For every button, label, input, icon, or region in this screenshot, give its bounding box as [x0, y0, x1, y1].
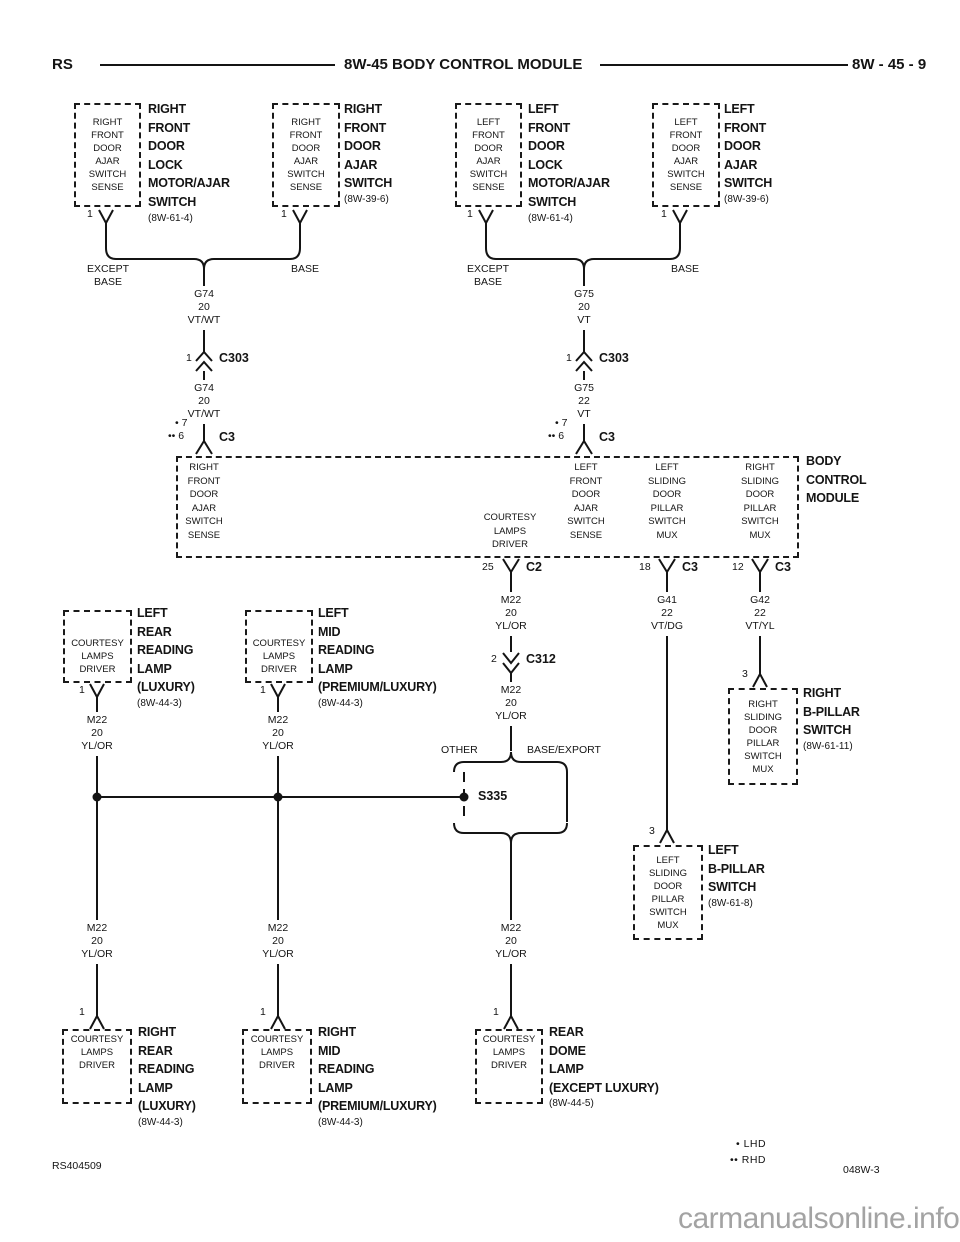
body-control-module-label: BODY CONTROL MODULE — [806, 454, 867, 506]
right-mid-reading-lamp-connector-box: COURTESY LAMPS DRIVER — [242, 1029, 312, 1104]
wire-m22-c2-lower: M22 20 YL/OR — [495, 684, 527, 723]
pin-number: 1 — [493, 1006, 499, 1018]
right-front-door-ajar-switch-label: RIGHT FRONT DOOR AJAR SWITCH (8W-39-6) — [344, 102, 393, 205]
wire-g74-upper: G74 20 VT/WT — [187, 288, 221, 327]
connector-pin-labels: COURTESY LAMPS DRIVER — [252, 638, 306, 675]
connector-pin-labels: LEFT SLIDING DOOR PILLAR SWITCH MUX — [648, 854, 687, 931]
page-number: 8W - 45 - 9 — [852, 56, 927, 73]
rear-dome-lamp-connector-box: COURTESY LAMPS DRIVER — [475, 1029, 543, 1104]
connector-pin-labels: COURTESY LAMPS DRIVER — [70, 1034, 124, 1071]
bcm-courtesy-lamps-driver: COURTESY LAMPS DRIVER — [483, 512, 537, 550]
condition-base-export: BASE/EXPORT — [527, 744, 601, 756]
body-control-module-box — [176, 456, 799, 558]
pin-number: 1 — [467, 208, 473, 220]
connector-c3-a: C3 — [682, 560, 698, 574]
wire-g74-lower: G74 20 VT/WT — [187, 382, 221, 421]
pin-number: 1 — [87, 208, 93, 220]
left-sliding-door-pillar-switch-mux-box: LEFT SLIDING DOOR PILLAR SWITCH MUX — [633, 845, 703, 940]
connector-pin-labels: COURTESY LAMPS DRIVER — [250, 1034, 304, 1071]
connector-pin-labels: COURTESY LAMPS DRIVER — [71, 638, 124, 675]
bcm-left-front-door-ajar-sense: LEFT FRONT DOOR AJAR SWITCH SENSE — [567, 462, 605, 541]
connector-c303-right: C303 — [599, 351, 629, 365]
left-mid-reading-lamp-label: LEFT MID READING LAMP (PREMIUM/LUXURY) (… — [318, 606, 437, 709]
wire-m22-left-mid: M22 20 YL/OR — [262, 714, 294, 753]
right-front-door-ajar-switch-sense-box-1: RIGHT FRONT DOOR AJAR SWITCH SENSE — [74, 103, 141, 207]
model-code: RS — [52, 56, 73, 73]
right-rear-reading-lamp-label: RIGHT REAR READING LAMP (LUXURY) (8W-44-… — [138, 1025, 196, 1128]
left-b-pillar-switch-label: LEFT B-PILLAR SWITCH (8W-61-8) — [708, 843, 765, 909]
connector-c3-b: C3 — [775, 560, 791, 574]
wire-g75-lower: G75 22 VT — [574, 382, 594, 421]
connector-pin-labels: COURTESY LAMPS DRIVER — [482, 1034, 536, 1071]
connector-pin-labels: RIGHT FRONT DOOR AJAR SWITCH SENSE — [88, 117, 127, 193]
right-front-door-lock-motor-label: RIGHT FRONT DOOR LOCK MOTOR/AJAR SWITCH … — [148, 102, 230, 224]
condition-except-base-right: EXCEPT BASE — [466, 263, 509, 288]
legend-lhd: • LHD — [736, 1138, 767, 1150]
connector-pin-labels: RIGHT SLIDING DOOR PILLAR SWITCH MUX — [743, 698, 782, 775]
bcm-pin-18: 18 — [639, 561, 651, 573]
wire-m22-c2-upper: M22 20 YL/OR — [495, 594, 527, 633]
c303-pin: 1 — [566, 352, 572, 364]
wire-m22-bottom-2: M22 20 YL/OR — [262, 922, 294, 961]
condition-except-base-left: EXCEPT BASE — [86, 263, 129, 288]
pin-number: 3 — [742, 668, 748, 680]
lhd-pin-marker: • 7 — [175, 417, 188, 429]
right-rear-reading-lamp-connector-box: COURTESY LAMPS DRIVER — [62, 1029, 132, 1104]
condition-other: OTHER — [441, 744, 478, 756]
connector-pin-labels: LEFT FRONT DOOR AJAR SWITCH SENSE — [667, 117, 705, 193]
left-front-door-ajar-switch-label: LEFT FRONT DOOR AJAR SWITCH (8W-39-6) — [724, 102, 773, 205]
watermark: carmanualsonline.info — [678, 1202, 960, 1235]
pin-number: 1 — [79, 1006, 85, 1018]
left-front-door-ajar-switch-sense-box-1: LEFT FRONT DOOR AJAR SWITCH SENSE — [455, 103, 522, 207]
right-sliding-door-pillar-switch-mux-box: RIGHT SLIDING DOOR PILLAR SWITCH MUX — [728, 688, 798, 785]
page-title: 8W-45 BODY CONTROL MODULE — [344, 56, 583, 73]
left-rear-reading-lamp-label: LEFT REAR READING LAMP (LUXURY) (8W-44-3… — [137, 606, 195, 709]
connector-c2: C2 — [526, 560, 542, 574]
c303-pin: 1 — [186, 352, 192, 364]
rhd-pin-marker: •• 6 — [548, 430, 565, 442]
drawing-number: RS404509 — [52, 1160, 102, 1172]
condition-base-right: BASE — [670, 263, 699, 275]
pin-number: 3 — [649, 825, 655, 837]
legend-rhd: •• RHD — [730, 1154, 767, 1166]
connector-c312: C312 — [526, 652, 556, 666]
pin-number: 1 — [260, 1006, 266, 1018]
rear-dome-lamp-label: REAR DOME LAMP (EXCEPT LUXURY) (8W-44-5) — [549, 1025, 659, 1110]
pin-number: 1 — [281, 208, 287, 220]
bcm-left-sliding-door-pillar-mux: LEFT SLIDING DOOR PILLAR SWITCH MUX — [647, 462, 686, 541]
sheet-number: 048W-3 — [843, 1164, 880, 1176]
rhd-pin-marker: •• 6 — [168, 430, 185, 442]
wire-g42: G42 22 VT/YL — [745, 594, 775, 633]
bcm-right-front-door-ajar-sense: RIGHT FRONT DOOR AJAR SWITCH SENSE — [185, 462, 223, 541]
wire-g41: G41 22 VT/DG — [650, 594, 684, 633]
connector-pin-labels: RIGHT FRONT DOOR AJAR SWITCH SENSE — [287, 117, 325, 193]
right-mid-reading-lamp-label: RIGHT MID READING LAMP (PREMIUM/LUXURY) … — [318, 1025, 437, 1128]
left-front-door-ajar-switch-sense-box-2: LEFT FRONT DOOR AJAR SWITCH SENSE — [652, 103, 720, 207]
connector-pin-labels: LEFT FRONT DOOR AJAR SWITCH SENSE — [469, 117, 508, 193]
wire-m22-bottom-3: M22 20 YL/OR — [495, 922, 527, 961]
bcm-right-sliding-door-pillar-mux: RIGHT SLIDING DOOR PILLAR SWITCH MUX — [740, 462, 779, 541]
connector-c3-right-entry: C3 — [599, 430, 615, 444]
wire-m22-left-rear: M22 20 YL/OR — [81, 714, 113, 753]
wire-m22-bottom-1: M22 20 YL/OR — [81, 922, 113, 961]
c312-pin: 2 — [491, 653, 497, 665]
wire-g75-upper: G75 20 VT — [574, 288, 594, 327]
connector-c303-left: C303 — [219, 351, 249, 365]
connector-c3-left-entry: C3 — [219, 430, 235, 444]
pin-number: 1 — [260, 684, 266, 696]
right-b-pillar-switch-label: RIGHT B-PILLAR SWITCH (8W-61-11) — [803, 686, 860, 752]
pin-number: 1 — [661, 208, 667, 220]
left-rear-reading-lamp-connector-box: COURTESY LAMPS DRIVER — [63, 610, 132, 683]
bcm-pin-12: 12 — [732, 561, 744, 573]
left-front-door-lock-motor-label: LEFT FRONT DOOR LOCK MOTOR/AJAR SWITCH (… — [528, 102, 610, 224]
right-front-door-ajar-switch-sense-box-2: RIGHT FRONT DOOR AJAR SWITCH SENSE — [272, 103, 340, 207]
splice-s335: S335 — [478, 789, 508, 803]
bcm-pin-25: 25 — [482, 561, 494, 573]
left-mid-reading-lamp-connector-box: COURTESY LAMPS DRIVER — [245, 610, 313, 683]
pin-number: 1 — [79, 684, 85, 696]
condition-base-left: BASE — [290, 263, 319, 275]
lhd-pin-marker: • 7 — [555, 417, 568, 429]
